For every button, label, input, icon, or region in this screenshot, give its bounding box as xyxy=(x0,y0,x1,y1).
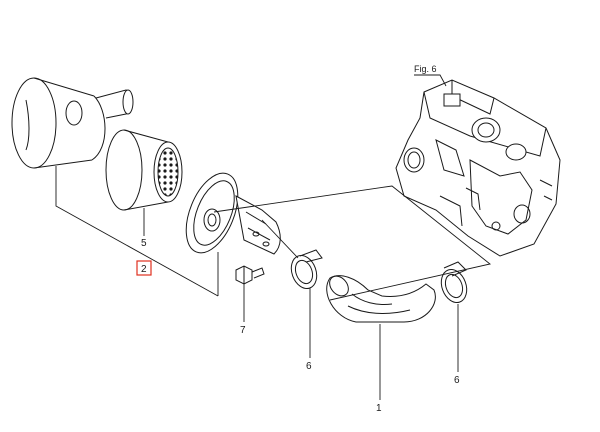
hose-clamp-left xyxy=(290,249,323,289)
engine-block xyxy=(395,79,561,257)
callout-6-right: 6 xyxy=(454,375,460,386)
leader-lines xyxy=(55,74,492,400)
callout-2: 2 xyxy=(141,264,147,275)
hose-clamp-right xyxy=(440,261,468,303)
fig-ref-label: Fig. 6 xyxy=(414,64,437,74)
callout-labels: 5 2 7 6 6 1 xyxy=(136,238,460,414)
callout-7: 7 xyxy=(240,325,246,336)
callout-1: 1 xyxy=(376,403,382,414)
callout-2-highlight-box xyxy=(136,260,152,276)
air-cleaner-body xyxy=(11,77,134,169)
callout-6-left: 6 xyxy=(306,361,312,372)
fig-reference: Fig. 6 xyxy=(414,64,437,74)
bolt xyxy=(235,265,265,285)
callout-5: 5 xyxy=(141,238,147,249)
cover-plate-bracket xyxy=(185,172,281,255)
filter-element xyxy=(105,129,183,211)
intake-hose xyxy=(326,275,436,323)
